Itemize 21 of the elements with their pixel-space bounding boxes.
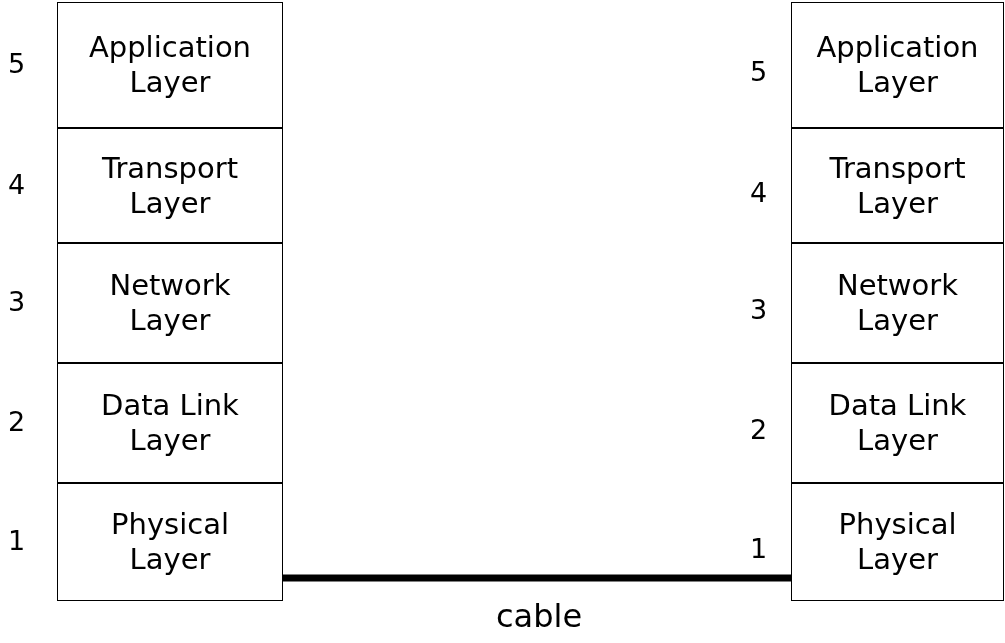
cable-line [283,574,791,582]
layer-number: 3 [750,294,768,325]
layer-number: 1 [750,533,768,564]
layer-number: 4 [8,168,26,200]
layer-box: Physical Layer [57,483,283,601]
layer-number: 1 [8,525,26,556]
layer-number: 5 [8,48,26,79]
layer-number: 4 [750,176,768,208]
layer-box: Application Layer [57,2,283,128]
layer-number: 3 [8,286,26,317]
layer-number: 2 [750,414,768,445]
layer-box: Network Layer [57,243,283,363]
layer-box: Transport Layer [57,128,283,243]
layer-box: Network Layer [791,243,1004,363]
layer-number: 2 [8,406,26,437]
layer-number: 5 [750,56,768,87]
layer-box: Physical Layer [791,483,1004,601]
layer-box: Data Link Layer [57,363,283,483]
layer-box: Application Layer [791,2,1004,128]
layer-box: Transport Layer [791,128,1004,243]
layer-box: Data Link Layer [791,363,1004,483]
